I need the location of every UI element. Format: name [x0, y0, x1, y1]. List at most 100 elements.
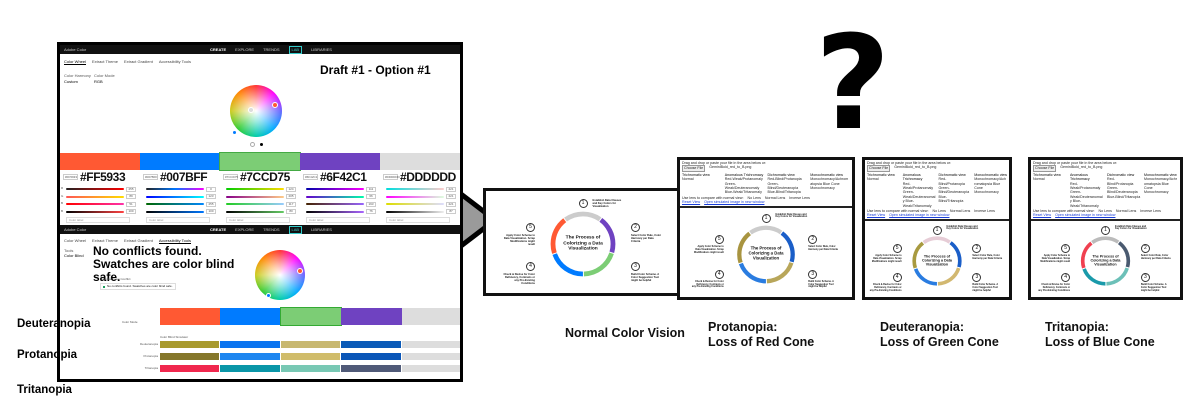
- sim-normal[interactable]: Normal: [867, 177, 879, 182]
- nav-trends[interactable]: TRENDS: [263, 47, 280, 52]
- sim-choose-file[interactable]: Choose File: [867, 165, 891, 172]
- tab-extract-theme-2[interactable]: Extract Theme: [92, 238, 118, 243]
- color-label-input[interactable]: Color label: [146, 217, 210, 223]
- sim-lens-option[interactable]: Inverse Lens: [974, 209, 995, 214]
- channel-slider[interactable]: [226, 203, 284, 205]
- channel-slider[interactable]: [386, 210, 444, 213]
- channel-value[interactable]: 193: [366, 201, 376, 207]
- sim-reset-view[interactable]: Reset View: [867, 213, 886, 218]
- sim-choose-file[interactable]: Choose File: [1033, 165, 1057, 172]
- sim-mono-opts[interactable]: Monochromacy/Achromatopsia Blue Cone Mon…: [974, 177, 1007, 195]
- color-wheel[interactable]: [230, 85, 282, 137]
- wheel-handle-blue-2[interactable]: [266, 293, 271, 298]
- tab-color-wheel[interactable]: Color Wheel: [64, 59, 87, 65]
- hex-input[interactable]: #7CCD75: [223, 174, 239, 180]
- color-label-input[interactable]: Color label: [226, 217, 290, 223]
- color-swatch[interactable]: [140, 153, 220, 170]
- channel-value[interactable]: 255: [126, 186, 136, 192]
- tab-accessibility-tools[interactable]: Accessibility Tools: [158, 59, 192, 64]
- sim-anomalous-opts[interactable]: Red-Weak/Protanomaly Green-Weak/Deuteran…: [724, 177, 763, 195]
- sim-dichromatic-opts[interactable]: Red-Blind/Protanopia Green-Blind/Deutera…: [1107, 177, 1141, 199]
- tab-color-wheel-2[interactable]: Color Wheel: [64, 238, 87, 243]
- channel-slider[interactable]: [386, 203, 444, 205]
- color-swatch[interactable]: [60, 153, 140, 170]
- channel-slider[interactable]: [306, 203, 364, 205]
- channel-slider[interactable]: [146, 210, 204, 213]
- channel-slider[interactable]: [66, 195, 124, 198]
- nav-create-2[interactable]: CREATE: [210, 227, 227, 232]
- nav-libraries-2[interactable]: LIBRARIES: [311, 227, 332, 232]
- channel-value[interactable]: 117: [286, 201, 296, 207]
- hex-input[interactable]: #FF5933: [63, 174, 78, 180]
- color-wheel-2[interactable]: [255, 250, 305, 300]
- tab-extract-theme[interactable]: Extract Theme: [92, 59, 118, 64]
- wheel-handle-blue[interactable]: [232, 130, 237, 135]
- light-mode-toggle[interactable]: [250, 142, 255, 147]
- channel-value[interactable]: 0: [206, 186, 216, 192]
- nav-create[interactable]: CREATE: [210, 47, 227, 52]
- mode-select[interactable]: RGB: [94, 79, 103, 84]
- channel-slider[interactable]: [306, 195, 364, 198]
- hex-input[interactable]: #007BFF: [143, 174, 158, 180]
- sim-dichromatic-opts[interactable]: Red-Blind/Protanopia Green-Blind/Deutera…: [767, 177, 802, 195]
- channel-value[interactable]: 221: [446, 186, 456, 192]
- sim-open-new[interactable]: Open simulated image in new window: [704, 200, 765, 205]
- sim-lens-option[interactable]: Normal Lens: [949, 209, 971, 214]
- harmony-select[interactable]: Custom: [64, 79, 78, 84]
- wheel-handle-orange-2[interactable]: [297, 268, 303, 274]
- sim-mono-opts[interactable]: Monochromacy/Achromatopsia Blue Cone Mon…: [810, 177, 849, 191]
- sim-open-new[interactable]: Open simulated image in new window: [889, 213, 950, 218]
- channel-value[interactable]: 124: [286, 186, 296, 192]
- hex-input[interactable]: #6F42C1: [303, 174, 318, 180]
- nav-explore-2[interactable]: EXPLORE: [235, 227, 255, 232]
- sim-lens-option[interactable]: No Lens: [932, 209, 946, 214]
- sim-lens-option[interactable]: No Lens: [1098, 209, 1112, 214]
- color-label-input[interactable]: Color label: [66, 217, 130, 223]
- sim-dichromatic-opts[interactable]: Red-Blind/Protanopia Green-Blind/Deutera…: [938, 177, 970, 204]
- sim-lens-option[interactable]: No Lens: [747, 195, 761, 200]
- channel-slider[interactable]: [226, 195, 284, 198]
- color-swatch[interactable]: [300, 153, 380, 170]
- channel-value[interactable]: 51: [126, 201, 136, 207]
- sim-mono-opts[interactable]: Monochromacy/Achromatopsia Blue Cone Mon…: [1144, 177, 1177, 195]
- channel-value[interactable]: 255: [206, 201, 216, 207]
- nav-explore[interactable]: EXPLORE: [235, 47, 255, 52]
- channel-slider[interactable]: [146, 188, 204, 190]
- color-label-input[interactable]: Color label: [306, 217, 370, 223]
- channel-value[interactable]: 80: [286, 209, 296, 214]
- sim-choose-file[interactable]: Choose File: [682, 165, 706, 172]
- channel-value[interactable]: 205: [286, 194, 296, 199]
- sim-reset-view[interactable]: Reset View: [682, 200, 701, 205]
- channel-slider[interactable]: [386, 188, 444, 190]
- sim-lens-option[interactable]: Normal Lens: [1115, 209, 1137, 214]
- sim-lens-option[interactable]: Normal Lens: [764, 195, 786, 200]
- sim-normal[interactable]: Normal: [1033, 177, 1045, 182]
- channel-value[interactable]: 221: [446, 194, 456, 199]
- channel-value[interactable]: 100: [206, 209, 216, 214]
- color-swatch[interactable]: [220, 308, 281, 325]
- sim-lens-option[interactable]: Inverse Lens: [1140, 209, 1161, 214]
- nav-lab-2[interactable]: LAB: [288, 226, 303, 234]
- channel-slider[interactable]: [146, 203, 204, 205]
- tab-extract-gradient-2[interactable]: Extract Gradient: [123, 238, 153, 243]
- sim-lens-option[interactable]: Inverse Lens: [789, 195, 810, 200]
- channel-slider[interactable]: [306, 188, 364, 190]
- color-swatch[interactable]: [380, 153, 460, 170]
- channel-slider[interactable]: [66, 203, 124, 205]
- channel-value[interactable]: 123: [206, 194, 216, 199]
- wheel-center-handle[interactable]: [248, 107, 254, 113]
- hex-input[interactable]: #DDDDDD: [383, 174, 400, 180]
- channel-slider[interactable]: [386, 195, 444, 198]
- color-swatch[interactable]: [279, 307, 343, 326]
- color-swatch[interactable]: [219, 152, 301, 171]
- channel-slider[interactable]: [66, 210, 124, 213]
- sim-normal[interactable]: Normal: [682, 177, 694, 182]
- tools-select[interactable]: Color Blind: [64, 253, 84, 258]
- color-label-input[interactable]: Color label: [386, 217, 450, 223]
- channel-slider[interactable]: [66, 188, 124, 190]
- tab-accessibility-tools-2[interactable]: Accessibility Tools: [158, 238, 192, 244]
- channel-slider[interactable]: [306, 210, 364, 213]
- sim-anomalous-opts[interactable]: Red-Weak/Protanomaly Green-Weak/Deuteran…: [1070, 181, 1103, 208]
- sim-reset-view[interactable]: Reset View: [1033, 213, 1052, 218]
- nav-libraries[interactable]: LIBRARIES: [311, 47, 332, 52]
